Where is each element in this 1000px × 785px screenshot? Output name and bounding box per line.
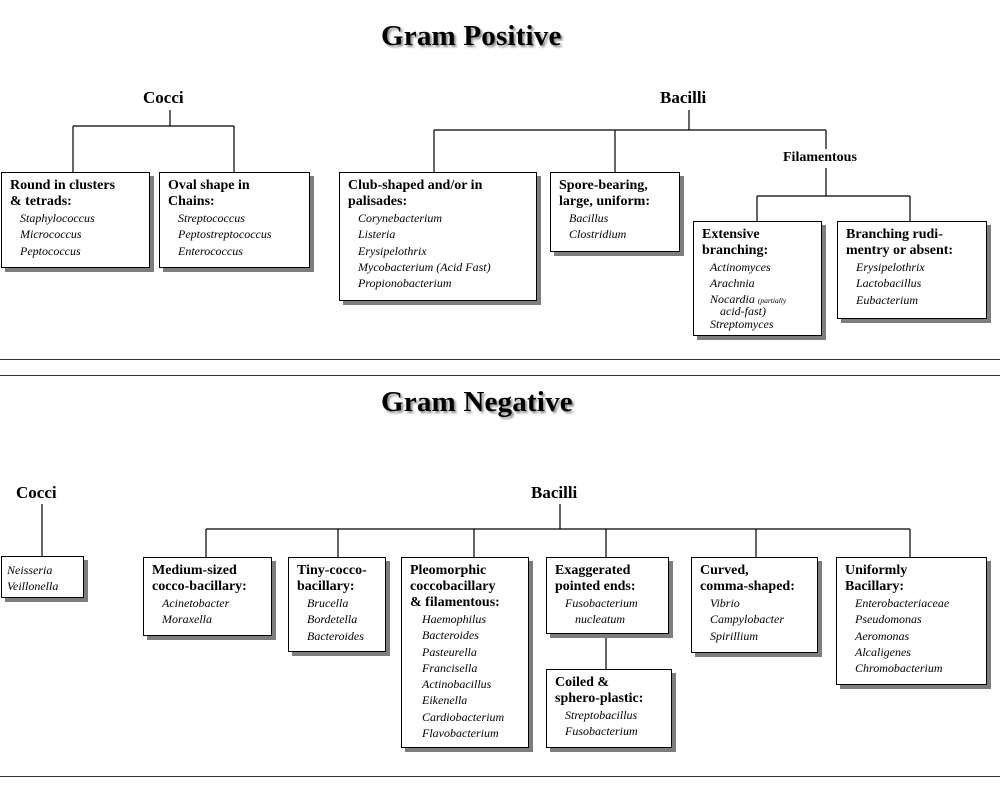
- organism-name: Spirillium: [710, 628, 759, 643]
- organism-name: Streptomyces: [710, 316, 774, 331]
- organism-name: Bordetella: [307, 612, 358, 627]
- organism-name: Actinomyces: [710, 260, 771, 274]
- gn-coiled-spheroplastic-box: Coiled & sphero-plastic: Streptobacillus…: [546, 669, 672, 748]
- organism-name: Pasteurella: [422, 644, 477, 659]
- organism-name: Corynebacterium: [358, 211, 442, 225]
- organism-name: Streptobacillus: [565, 708, 638, 722]
- box-label: Medium-sized cocco-bacillary:: [152, 563, 247, 594]
- organism-name: Micrococcus: [20, 227, 82, 242]
- organism-name: Aeromonas: [855, 628, 910, 643]
- acid-fast-note-line2: acid-fast): [720, 303, 766, 318]
- organism-name: nucleatum: [575, 612, 625, 627]
- gp-bacilli-heading: Bacilli: [660, 88, 707, 107]
- gn-curved-comma-box: Curved, comma-shaped: Vibrio Campylobact…: [691, 557, 818, 653]
- organism-name: Chromobacterium: [855, 661, 943, 676]
- organism-name: Nocardia: [710, 291, 755, 306]
- organism-name: Mycobacterium (Acid Fast): [358, 259, 491, 274]
- gn-exaggerated-pointed-box: Exaggerated pointed ends: Fusobacterium …: [546, 557, 669, 634]
- organism-name: Eubacterium: [856, 292, 918, 307]
- gn-medium-sized-box: Medium-sized cocco-bacillary: Acinetobac…: [143, 557, 272, 636]
- box-label: Oval shape in Chains:: [168, 178, 250, 209]
- box-label: Coiled & sphero-plastic:: [555, 675, 644, 706]
- organism-name: Peptococcus: [20, 243, 81, 258]
- gp-cocci-heading: Cocci: [143, 88, 184, 107]
- organism-name: Bacteroides: [422, 628, 479, 643]
- organism-name: Pseudomonas: [855, 612, 922, 627]
- organism-name: Eikenella: [422, 693, 468, 708]
- box-label: Curved, comma-shaped:: [700, 563, 795, 594]
- organism-name: Campylobacter: [710, 612, 784, 627]
- organism-name: Flavobacterium: [422, 726, 499, 741]
- box-label: Extensive branching:: [702, 227, 769, 258]
- organism-name: Bacillus: [569, 211, 609, 225]
- organism-name: Veillonella: [7, 579, 59, 594]
- organism-name: Streptococcus: [178, 211, 245, 225]
- box-label: Pleomorphic coccobacillary & filamentous…: [410, 563, 500, 610]
- organism-name: Brucella: [307, 596, 349, 610]
- organism-name: Neisseria: [7, 563, 53, 577]
- organism-name: Listeria: [358, 227, 396, 242]
- organism-name: Haemophilus: [422, 612, 486, 626]
- acid-fast-note: (partially: [757, 295, 787, 305]
- organism-name: Fusobacterium: [565, 596, 638, 610]
- box-label: Round in clusters & tetrads:: [10, 178, 116, 209]
- organism-name: Arachnia: [710, 276, 755, 291]
- gn-bacilli-heading: Bacilli: [531, 483, 578, 502]
- organism-name: Propionobacterium: [358, 276, 452, 291]
- organism-name: Acinetobacter: [162, 596, 230, 610]
- gn-pleomorphic-box: Pleomorphic coccobacillary & filamentous…: [401, 557, 529, 748]
- gn-cocci-heading: Cocci: [16, 483, 57, 502]
- organism-name: Erysipelothrix: [856, 260, 925, 274]
- box-label: Club-shaped and/or in palisades:: [348, 178, 483, 209]
- gn-tiny-cocco-box: Tiny-cocco- bacillary: Brucella Bordetel…: [288, 557, 386, 652]
- organism-name: Vibrio: [710, 596, 740, 610]
- gp-oval-chains-box: Oval shape in Chains: Streptococcus Pept…: [159, 172, 310, 268]
- nocardia-item: Nocardia (partially: [710, 292, 815, 307]
- organism-name: Peptostreptococcus: [178, 227, 272, 242]
- gram-negative-title: Gram Negative: [381, 386, 573, 418]
- box-label: Spore-bearing, large, uniform:: [559, 178, 650, 209]
- box-label: Branching rudi- mentry or absent:: [846, 227, 954, 258]
- organism-name: Moraxella: [162, 612, 212, 627]
- organism-name: Enterococcus: [178, 243, 243, 258]
- organism-name: Clostridium: [569, 227, 627, 242]
- gp-filamentous-heading: Filamentous: [783, 150, 857, 165]
- gp-branching-rudimentry-box: Branching rudi- mentry or absent: Erysip…: [837, 221, 987, 319]
- organism-name: Alcaligenes: [855, 644, 911, 659]
- gp-extensive-branching-box: Extensive branching: Actinomyces Arachni…: [693, 221, 822, 336]
- gn-cocci-box: Neisseria Veillonella: [1, 556, 84, 598]
- box-label: Exaggerated pointed ends:: [555, 563, 636, 594]
- box-label: Uniformly Bacillary:: [845, 563, 908, 594]
- organism-name: Lactobacillus: [856, 276, 922, 291]
- organism-name: Cardiobacterium: [422, 709, 505, 724]
- organism-name: Actinobacillus: [422, 677, 492, 692]
- box-label: Tiny-cocco- bacillary:: [297, 563, 367, 594]
- organism-name: Enterobacteriaceae: [855, 596, 950, 610]
- organism-name: Fusobacterium: [565, 724, 638, 739]
- gp-spore-bearing-box: Spore-bearing, large, uniform: Bacillus …: [550, 172, 680, 252]
- organism-name: Bacteroides: [307, 628, 364, 643]
- organism-name: Staphylococcus: [20, 211, 95, 225]
- organism-name: Erysipelothrix: [358, 243, 427, 258]
- gn-uniformly-bacillary-box: Uniformly Bacillary: Enterobacteriaceae …: [836, 557, 987, 685]
- gram-positive-title: Gram Positive: [381, 20, 562, 52]
- gp-round-clusters-box: Round in clusters & tetrads: Staphylococ…: [1, 172, 150, 268]
- gp-club-shaped-box: Club-shaped and/or in palisades: Coryneb…: [339, 172, 537, 301]
- organism-name: Francisella: [422, 660, 478, 675]
